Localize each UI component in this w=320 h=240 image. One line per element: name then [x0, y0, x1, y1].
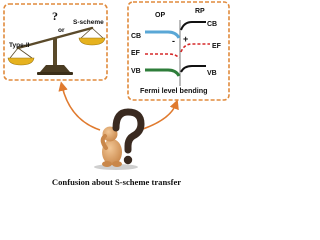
- op-vb-band: [145, 68, 181, 77]
- left-panel-border: [3, 3, 108, 81]
- rp-cb-band: [180, 21, 206, 31]
- plus-charge-label: +: [183, 34, 188, 44]
- balance-scale: [7, 26, 106, 75]
- right-panel-border: [127, 1, 230, 101]
- s-scheme-label: S-scheme: [73, 19, 104, 26]
- type-ii-label: Type-II: [9, 42, 30, 49]
- rp-label: RP: [195, 8, 205, 15]
- right-panel: OP RP CB CB EF EF VB VB - + Fermi level …: [127, 1, 230, 101]
- op-ef-line: [145, 53, 180, 59]
- or-label: or: [58, 27, 65, 34]
- left-scale-pan: [7, 57, 35, 66]
- op-cb-band: [145, 30, 181, 39]
- rp-vb-band: [180, 65, 206, 73]
- main-caption: Confusion about S-scheme transfer: [52, 177, 181, 187]
- vb-right-label: VB: [207, 70, 217, 77]
- minus-charge-label: -: [172, 36, 175, 46]
- ef-left-label: EF: [131, 50, 141, 57]
- scale-base: [40, 65, 70, 72]
- right-scale-pan: [78, 37, 106, 46]
- scale-post: [53, 38, 57, 66]
- arrow-to-right-panel: [139, 99, 179, 131]
- fermi-level-bending-caption: Fermi level bending: [140, 86, 208, 95]
- confused-figure: [94, 126, 138, 170]
- ef-right-label: EF: [212, 43, 222, 50]
- left-panel: Type-II ? or S-scheme: [3, 3, 108, 81]
- vb-left-label: VB: [131, 68, 141, 75]
- big-question-mark-icon: [112, 108, 145, 165]
- rp-ef-line: [180, 43, 210, 53]
- cb-right-label: CB: [207, 21, 217, 28]
- cb-left-label: CB: [131, 33, 141, 40]
- op-label: OP: [155, 12, 165, 19]
- question-mark-small: ?: [52, 9, 58, 23]
- figure-body: [102, 139, 122, 165]
- s-scheme-diagram: Type-II ? or S-scheme OP RP CB CB EF EF …: [3, 1, 230, 187]
- arrow-to-left-panel: [58, 81, 101, 131]
